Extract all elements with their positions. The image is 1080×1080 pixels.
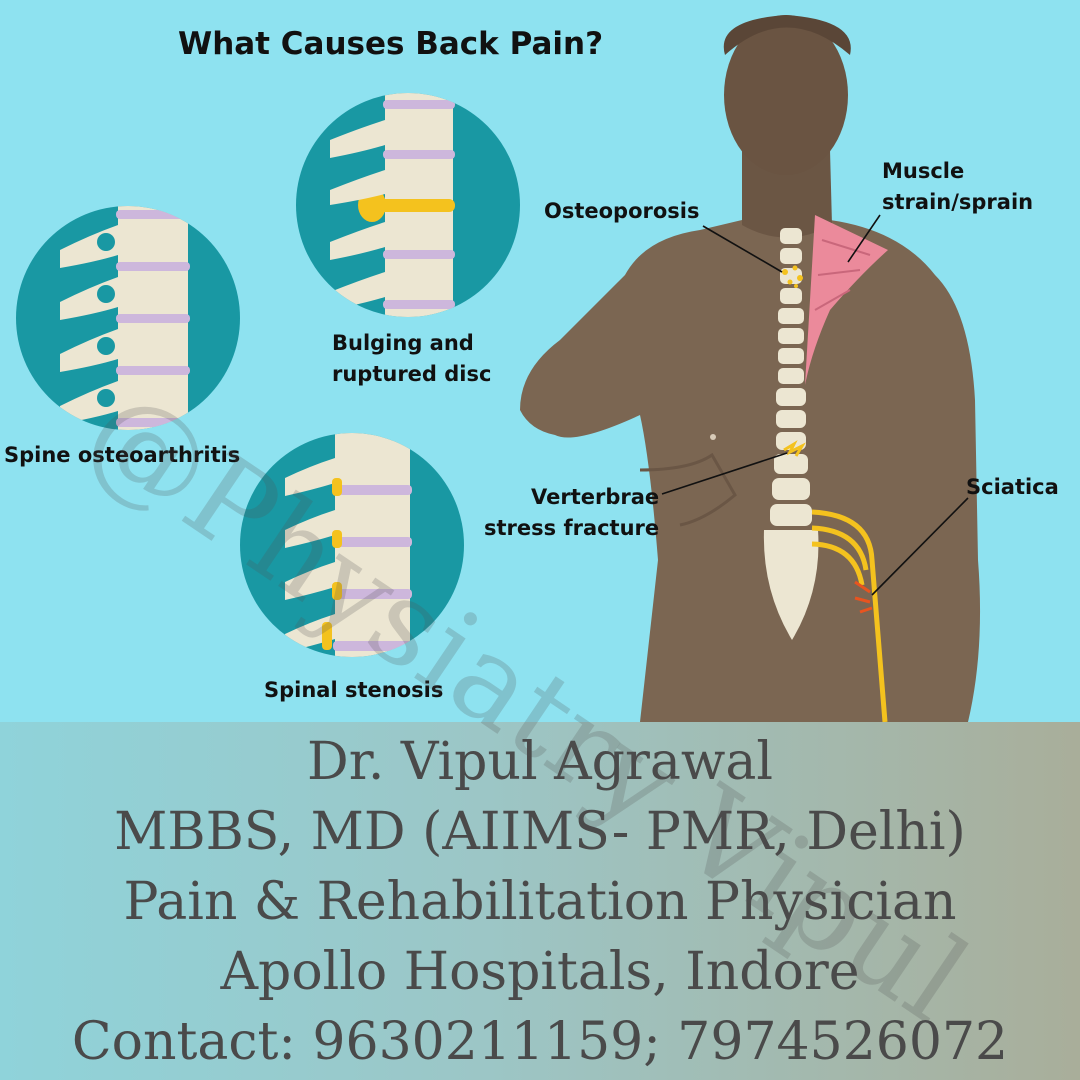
label-osteoporosis: Osteoporosis (544, 199, 700, 223)
doctor-role: Pain & Rehabilitation Physician (123, 872, 957, 932)
label-muscle-line2: strain/sprain (882, 190, 1034, 214)
doctor-name: Dr. Vipul Agrawal (307, 732, 773, 792)
human-back-figure (520, 15, 981, 722)
spine-osteoarthritis-illustration (16, 206, 240, 430)
page-title: What Causes Back Pain? (178, 26, 604, 62)
label-spinal-stenosis: Spinal stenosis (264, 678, 444, 702)
doctor-contact: Contact: 9630211159; 7974526072 (71, 1012, 1009, 1072)
spinal-stenosis-illustration (240, 433, 464, 657)
osteoporosis-marker (782, 265, 803, 288)
label-bulging-disc-line2: ruptured disc (332, 362, 492, 386)
spine-column (763, 228, 819, 640)
label-spine-osteoarthritis: Spine osteoarthritis (4, 443, 241, 467)
leader-lines (661, 214, 969, 596)
doctor-degrees: MBBS, MD (AIIMS- PMR, Delhi) (114, 802, 966, 862)
bulging-disc-illustration (296, 93, 520, 317)
label-verterbrae-line1: Verterbrae (531, 485, 660, 509)
sciatica-pain-marker (854, 580, 873, 614)
infographic-panel: What Causes Back Pain? Spine osteoarthri… (0, 0, 1080, 722)
label-muscle-strain: Muscle strain/sprain (882, 156, 1033, 218)
label-sciatica: Sciatica (966, 475, 1059, 499)
back-pain-illustration (16, 15, 981, 722)
label-verterbrae-line2: stress fracture (484, 516, 660, 540)
credit-panel: Dr. Vipul Agrawal MBBS, MD (AIIMS- PMR, … (0, 722, 1080, 1080)
doctor-hospital: Apollo Hospitals, Indore (220, 942, 860, 1002)
label-verterbrae-fracture: Verterbrae stress fracture (484, 482, 659, 544)
sciatic-nerve (811, 509, 888, 722)
label-bulging-disc-line1: Bulging and (332, 331, 474, 355)
label-muscle-line1: Muscle (882, 159, 965, 183)
label-bulging-disc: Bulging and ruptured disc (332, 328, 491, 390)
fracture-marker (783, 440, 806, 457)
